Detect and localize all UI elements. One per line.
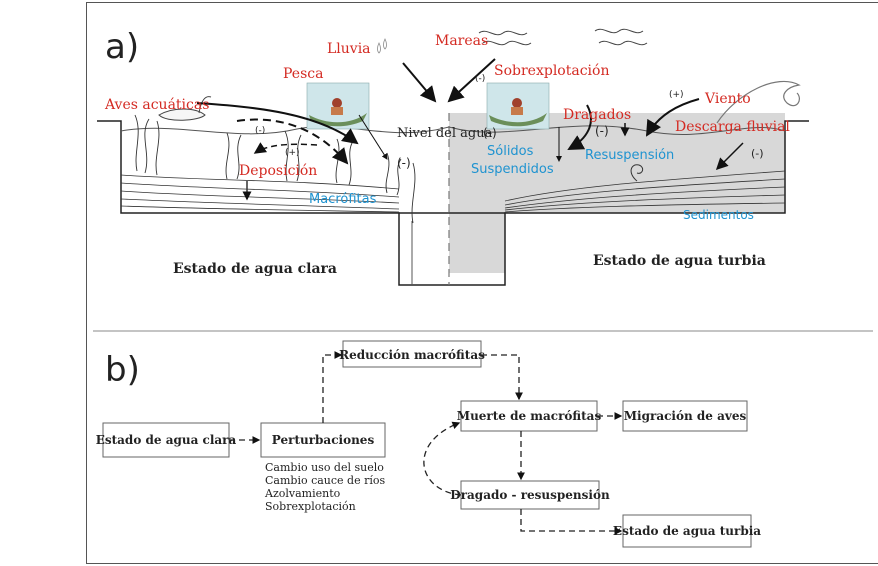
label-lluvia: Lluvia — [327, 41, 371, 57]
label-sobreexplotacion: Sobrexplotación — [494, 63, 609, 79]
perturbation-list: Cambio uso del suelo Cambio cauce de río… — [264, 461, 386, 513]
box-muerte-label: Muerte de macrófitas — [457, 409, 602, 423]
sign-solidos: (-) — [483, 126, 497, 140]
label-resuspension: Resuspensión — [585, 148, 674, 163]
tide-squiggles — [479, 29, 647, 44]
turbid-water — [449, 113, 785, 273]
label-macrofitas: Macrófitas — [309, 192, 377, 207]
label-dragados: Dragados — [563, 107, 631, 123]
sign-dragados: (-) — [595, 124, 609, 138]
label-clear-state: Estado de agua clara — [173, 261, 337, 277]
sign-descarga: (-) — [751, 147, 764, 160]
label-deposicion: Deposición — [239, 163, 317, 179]
diagram-canvas: a) — [87, 3, 878, 563]
box-perturbaciones-label: Perturbaciones — [272, 433, 375, 447]
label-viento: Viento — [704, 91, 751, 107]
box-migracion-label: Migración de aves — [624, 409, 747, 423]
label-suspendidos: Suspendidos — [471, 162, 554, 177]
perturbation-item: Azolvamiento — [264, 487, 341, 500]
sign-mareas: (-) — [475, 74, 485, 84]
sign-macro: (-) — [397, 156, 411, 170]
sign-aves: (-) — [255, 126, 265, 136]
panel-a-label: a) — [105, 27, 139, 67]
sign-plus-left: (+) — [285, 148, 300, 158]
box-reduccion-label: Reducción macrófitas — [339, 348, 485, 362]
label-mareas: Mareas — [435, 33, 488, 49]
box-clear-label: Estado de agua clara — [96, 433, 237, 447]
figure-frame: a) — [86, 2, 878, 564]
box-turbid-label: Estado de agua turbia — [613, 524, 761, 538]
label-aves: Aves acuáticas — [104, 97, 209, 113]
label-nivel-agua: Nivel del agua — [397, 126, 493, 141]
panel-b-label: b) — [105, 350, 140, 390]
rain-icon — [378, 39, 387, 53]
perturbation-item: Cambio cauce de ríos — [265, 474, 386, 487]
label-solidos: Sólidos — [487, 144, 534, 159]
perturbation-item: Sobrexplotación — [265, 500, 356, 513]
box-dragado-label: Dragado - resuspensión — [450, 488, 610, 502]
label-descarga: Descarga fluvial — [675, 119, 790, 135]
sign-viento: (+) — [669, 90, 684, 100]
label-turbid-state: Estado de agua turbia — [593, 253, 766, 269]
label-pesca: Pesca — [283, 66, 323, 82]
label-sedimentos: Sedimentos — [683, 208, 754, 222]
perturbation-item: Cambio uso del suelo — [265, 461, 384, 474]
fishing-boat-right — [487, 83, 549, 129]
